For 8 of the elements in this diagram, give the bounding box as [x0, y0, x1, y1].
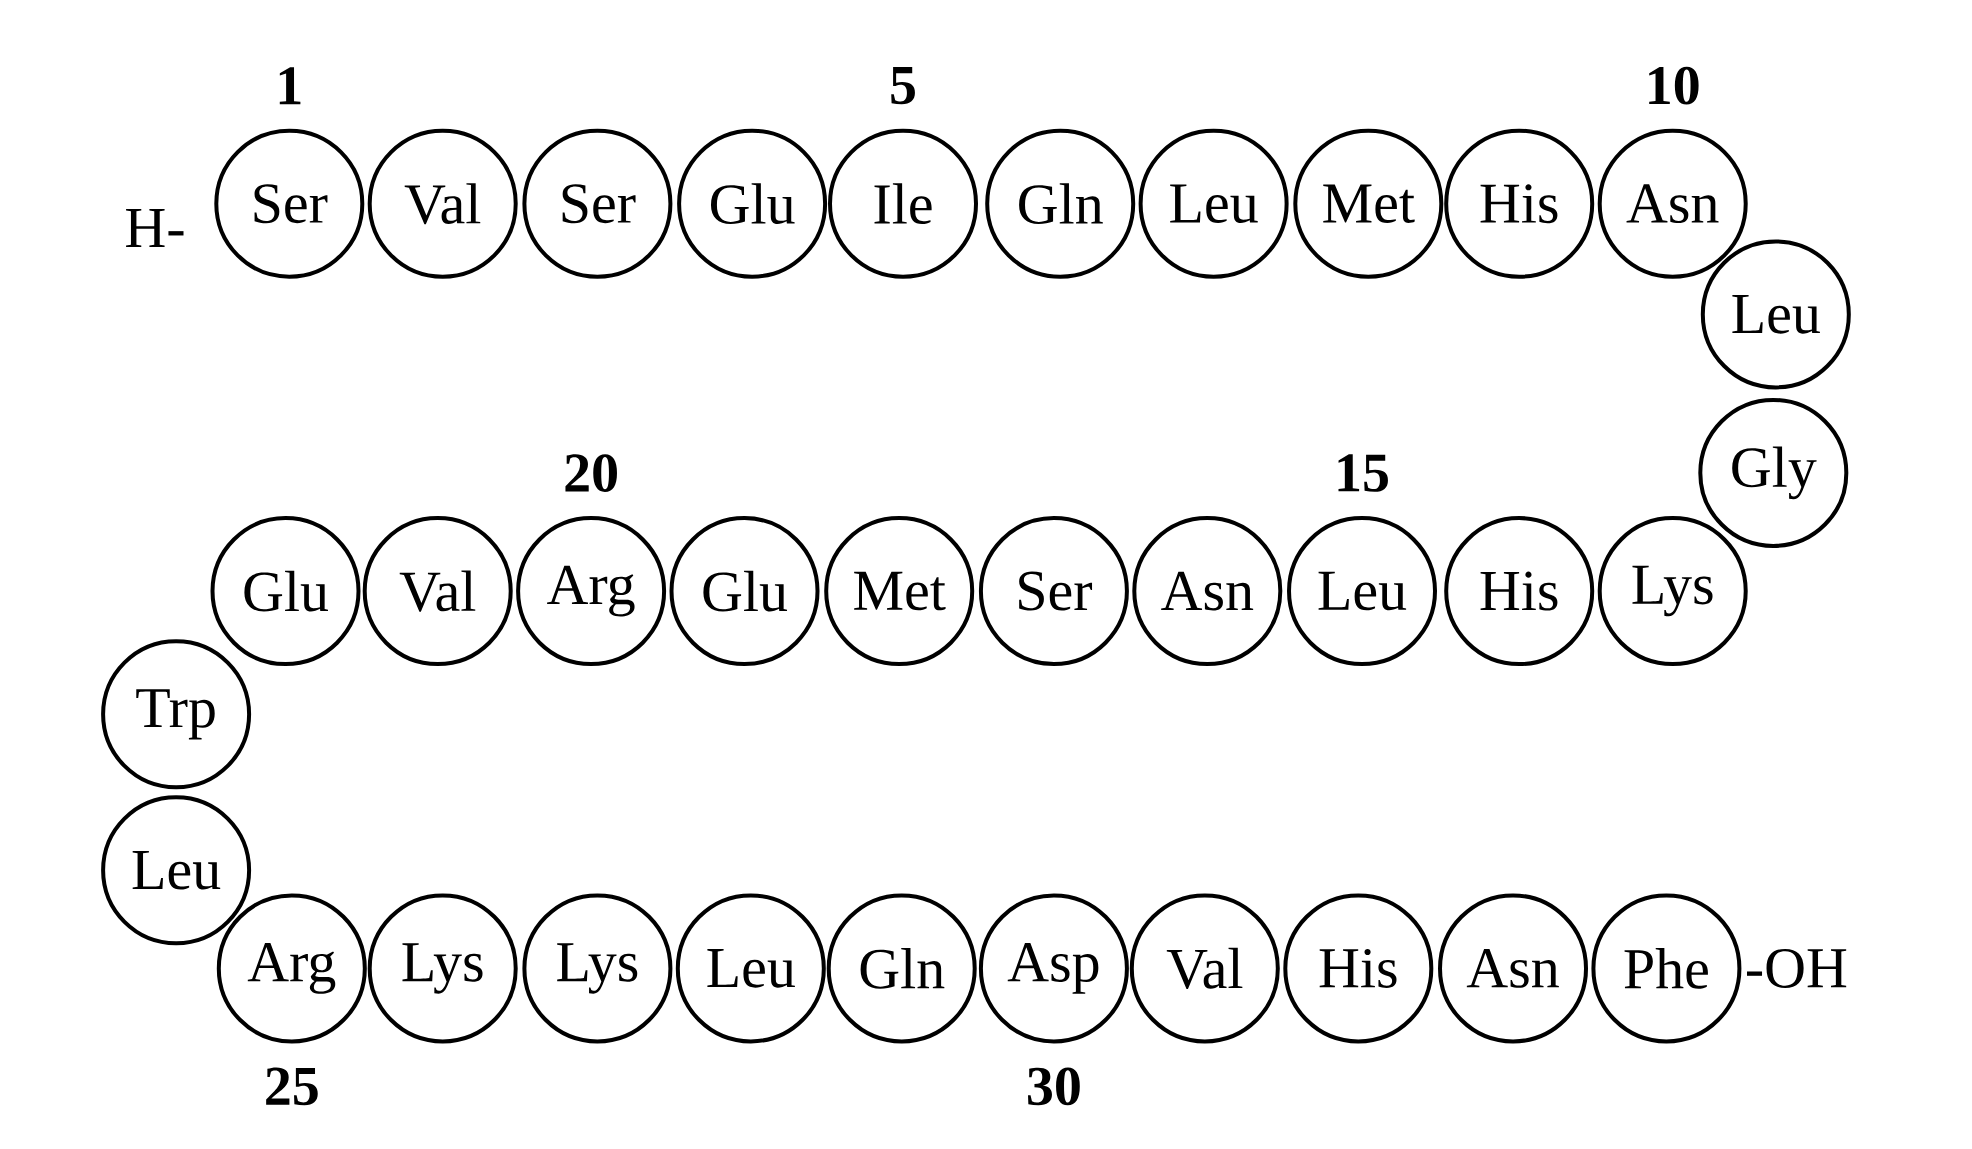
residue-number: 20	[565, 454, 617, 492]
terminus-label: -OH	[1747, 948, 1847, 988]
residue-number: 30	[1028, 1067, 1080, 1106]
residue-number: 5	[891, 67, 915, 105]
residue-number: 25	[266, 1067, 318, 1106]
residue-number: 15	[1338, 454, 1388, 492]
residue-number: 1	[279, 67, 301, 105]
residue-number: 10	[1649, 66, 1699, 105]
